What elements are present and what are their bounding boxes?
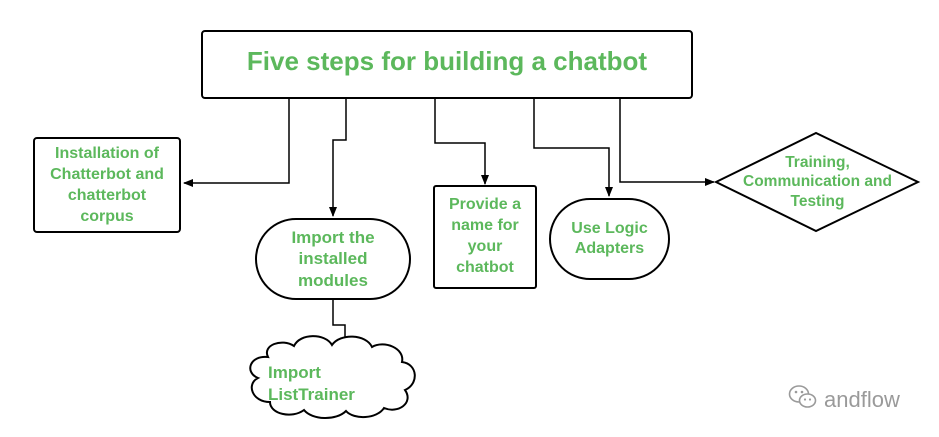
step-import-modules-box: [255, 218, 411, 300]
diagram-title: Five steps for building a chatbot: [246, 45, 648, 76]
step-installation-label: Installation of Chatterbot and chatterbo…: [50, 144, 164, 226]
step-logic-adapters-box: [549, 198, 670, 280]
step-listtrainer-cloud: [249, 335, 416, 419]
connector-installation: [183, 98, 290, 187]
connector-training: [619, 98, 715, 186]
step-installation-box: [33, 137, 181, 233]
connector-import-modules: [329, 98, 347, 217]
connector-logic-adapters: [533, 98, 613, 197]
watermark: andflow: [788, 384, 900, 416]
step-training-label: Training, Communication and Testing: [743, 153, 892, 210]
step-logic-adapters-label: Use Logic Adapters: [571, 220, 648, 257]
connector-provide-name: [434, 98, 489, 185]
watermark-text: andflow: [824, 387, 900, 412]
step-training-diamond: [713, 131, 921, 233]
step-provide-name-label: Provide a name for your chatbot: [448, 196, 522, 276]
step-listtrainer-label: Import ListTrainer: [268, 362, 355, 404]
wechat-icon: [788, 384, 818, 416]
step-provide-name-box: [433, 185, 537, 289]
step-import-modules-label: Import the installed modules: [291, 228, 375, 290]
title-box: [201, 30, 693, 99]
